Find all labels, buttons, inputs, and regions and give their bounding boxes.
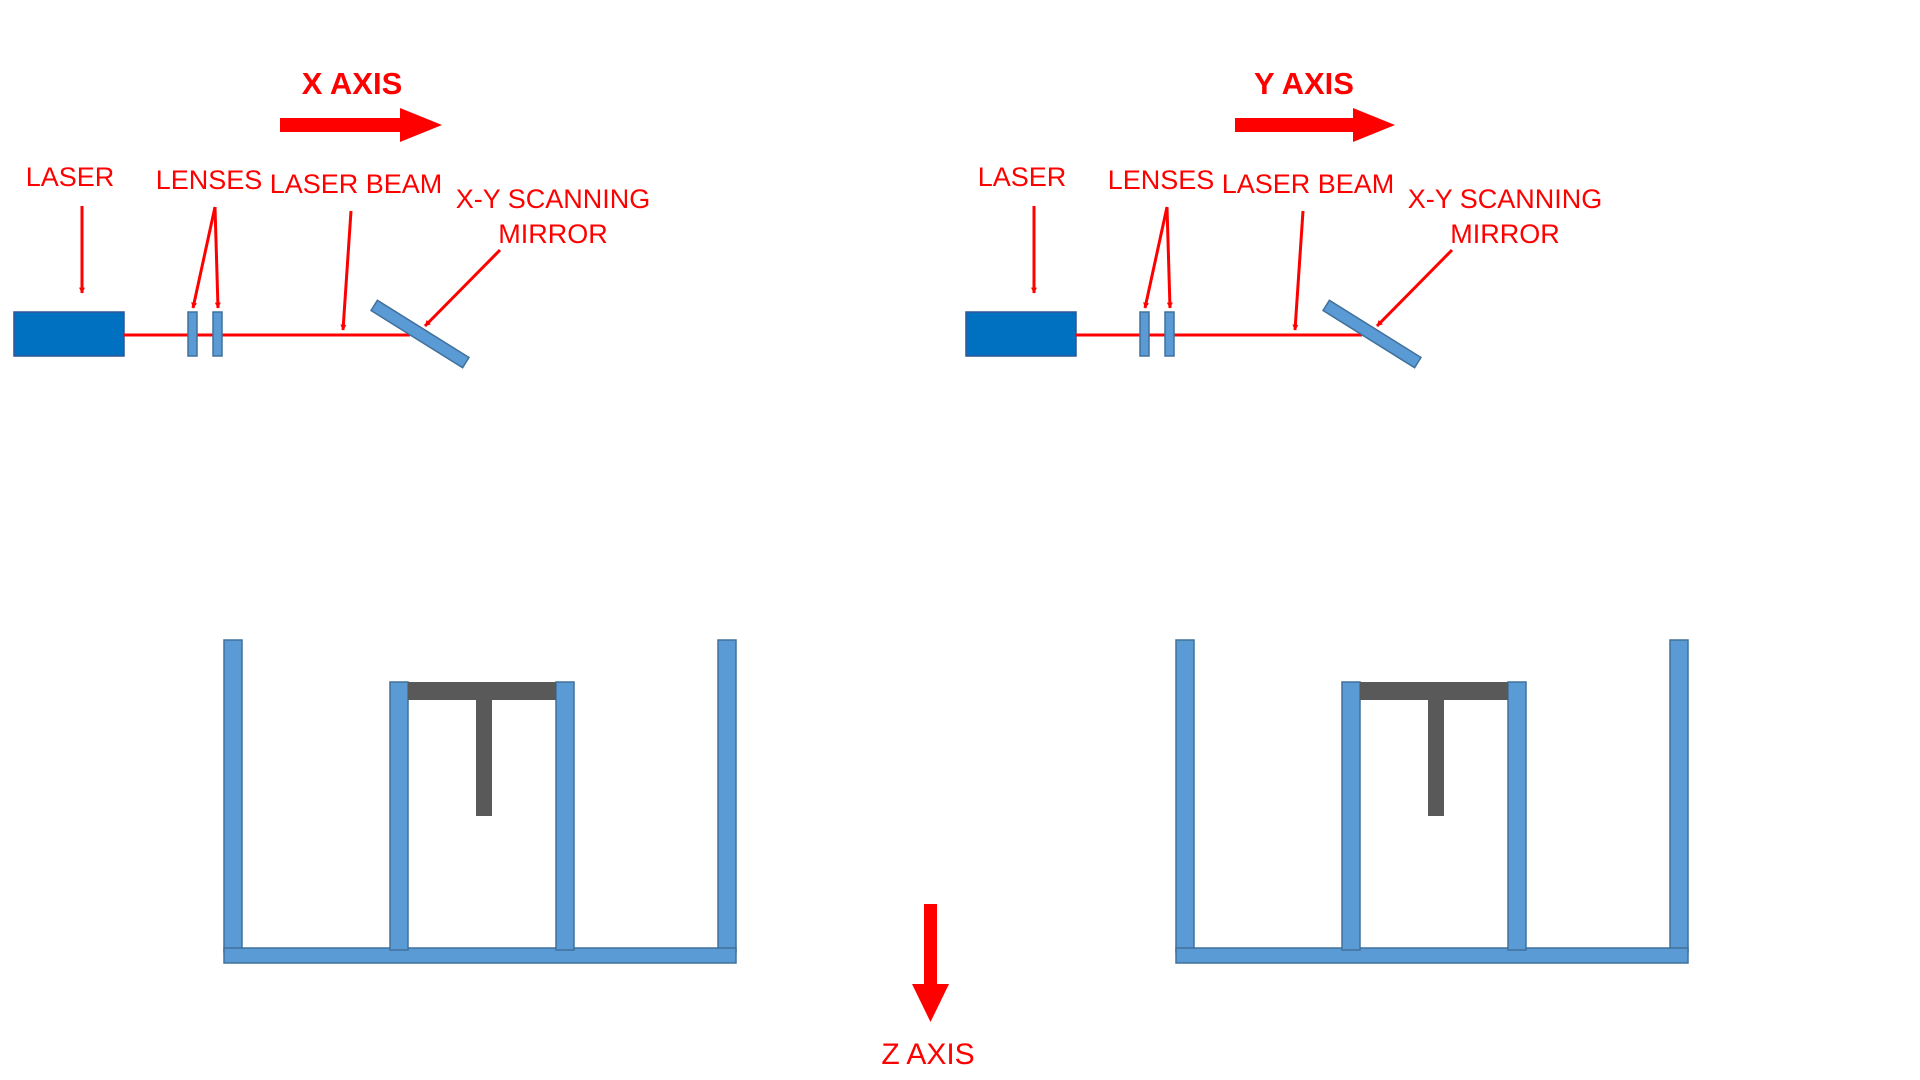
lens-1 [187, 311, 198, 357]
lens2-pointer-arrow-icon [1165, 206, 1173, 309]
laser-label: LASER [26, 162, 115, 192]
laser-source [965, 311, 1077, 357]
y-axis-label: Y AXIS [1254, 66, 1354, 101]
vat-base [223, 947, 737, 964]
platform-left-post [1341, 681, 1361, 951]
build-platform [408, 682, 556, 700]
vat-left-wall [1175, 639, 1195, 953]
resin-vat-right [1175, 639, 1689, 964]
lens1-pointer-arrow-icon [1143, 206, 1169, 309]
platform-left-post [389, 681, 409, 951]
beam-pointer-arrow-icon [340, 210, 353, 331]
lens-2 [1164, 311, 1175, 357]
scanning-mirror [1321, 299, 1423, 369]
laser-source [13, 311, 125, 357]
platform-stem [476, 700, 492, 816]
z-axis-arrow-icon [912, 904, 949, 1022]
laser-label: LASER [978, 162, 1067, 192]
lenses-label: LENSES [1108, 165, 1215, 195]
lens2-pointer-arrow-icon [213, 206, 221, 309]
laser-beam-label: LASER BEAM [270, 169, 443, 199]
z-axis-label: Z AXIS [881, 1038, 974, 1071]
mirror-label-line2: MIRROR [498, 219, 608, 249]
beam-pointer-arrow-icon [1292, 210, 1305, 331]
mirror-label-line1: X-Y SCANNING [1408, 184, 1603, 214]
platform-stem [1428, 700, 1444, 816]
build-platform [1360, 682, 1508, 700]
mirror-pointer-arrow-icon [423, 248, 502, 328]
lens1-pointer-arrow-icon [191, 206, 217, 309]
lens-2 [212, 311, 223, 357]
vat-right-wall [1669, 639, 1689, 953]
optics-panel-y: Y AXIS LASER LENSES LASER BEAM X-Y SCANN… [965, 66, 1603, 369]
x-axis-label: X AXIS [302, 66, 403, 101]
scanning-mirror [369, 299, 471, 369]
y-axis-arrow-icon [1235, 108, 1395, 142]
laser-beam-label: LASER BEAM [1222, 169, 1395, 199]
lens-1 [1139, 311, 1150, 357]
vat-left-wall [223, 639, 243, 953]
resin-vat-left [223, 639, 737, 964]
vat-right-wall [717, 639, 737, 953]
mirror-pointer-arrow-icon [1375, 248, 1454, 328]
vat-base [1175, 947, 1689, 964]
platform-right-post [1507, 681, 1527, 951]
platform-right-post [555, 681, 575, 951]
mirror-label-line2: MIRROR [1450, 219, 1560, 249]
optics-panel-x: X AXIS LASER LENSES LASER BEAM X-Y SCANN… [13, 66, 651, 369]
x-axis-arrow-icon [280, 108, 442, 142]
lenses-label: LENSES [156, 165, 263, 195]
mirror-label-line1: X-Y SCANNING [456, 184, 651, 214]
